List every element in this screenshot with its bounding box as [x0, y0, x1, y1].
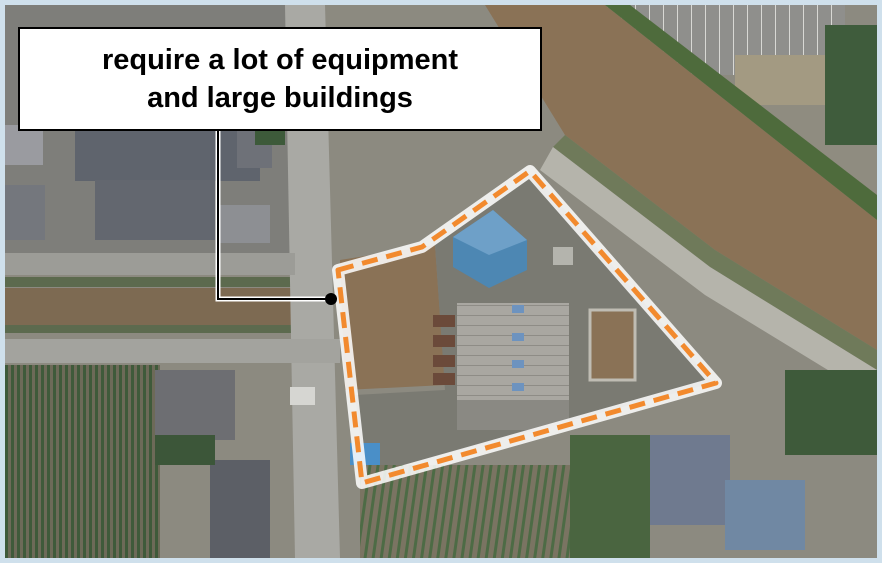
houses-se — [725, 480, 805, 550]
crosswalk — [290, 387, 315, 405]
pump-gate — [433, 355, 455, 367]
farm-field — [5, 365, 160, 558]
facility-pond — [340, 245, 445, 390]
callout-box: require a lot of equipment and large bui… — [18, 27, 542, 131]
roof-vent — [512, 360, 524, 368]
canal-bank — [5, 325, 330, 333]
river-bank-south — [553, 135, 877, 370]
house-roof-light — [5, 185, 45, 240]
leader-dot-icon — [325, 293, 337, 305]
canal-west — [5, 288, 330, 325]
cross-road — [5, 253, 295, 275]
house — [220, 205, 270, 243]
pump-gate — [433, 315, 455, 327]
greenery — [825, 25, 877, 145]
pump-gate — [433, 373, 455, 385]
roof-vent — [512, 333, 524, 341]
pump-building — [457, 303, 569, 408]
roof-vent — [512, 383, 524, 391]
houses-south — [210, 460, 270, 558]
river — [485, 5, 877, 350]
basin — [588, 308, 637, 382]
greenery — [570, 435, 650, 558]
houses-se — [650, 435, 730, 525]
farm-field — [360, 465, 570, 558]
embankment-road — [540, 147, 877, 400]
small-building — [553, 247, 573, 265]
highlight-outline — [335, 168, 719, 486]
greenery — [155, 435, 215, 465]
greenery — [785, 370, 877, 455]
main-road — [285, 5, 340, 558]
callout-line-2: and large buildings — [147, 82, 413, 114]
roof-vent — [512, 305, 524, 313]
blue-roof-shade — [453, 210, 527, 255]
pump-gate — [433, 335, 455, 347]
river-bank-green — [605, 5, 877, 220]
cross-road — [5, 339, 340, 363]
canal-bank — [5, 277, 330, 287]
house — [75, 123, 260, 181]
callout-line-1: require a lot of equipment — [101, 44, 459, 76]
leader-line — [217, 125, 330, 300]
house — [95, 180, 215, 240]
house — [5, 125, 43, 165]
houses-south — [155, 370, 235, 440]
